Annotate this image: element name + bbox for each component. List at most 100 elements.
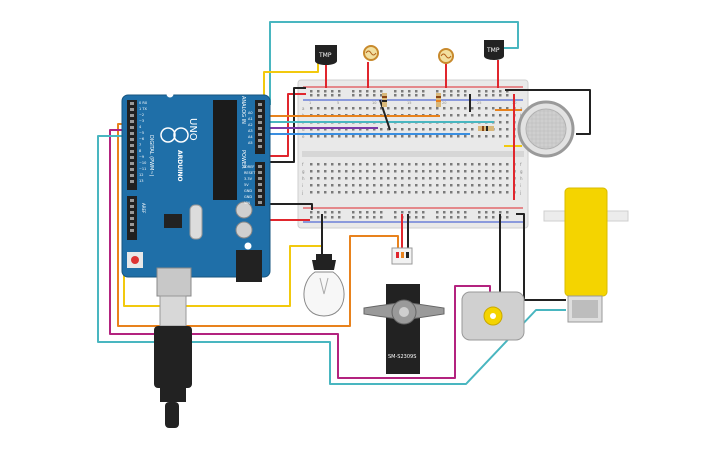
terminal-hole: [422, 170, 425, 173]
terminal-hole: [380, 184, 383, 187]
terminal-hole: [415, 128, 418, 131]
rail-hole: [443, 90, 446, 93]
power-pin-label: VIN: [244, 201, 250, 205]
arduino-uno-board: UNO ARDUINO DIGITAL (PWM~) POWER ANALOG …: [121, 90, 271, 297]
column-number: 1: [309, 101, 311, 105]
wire-orange-servo: [117, 123, 399, 327]
terminal-hole: [464, 128, 467, 131]
terminal-hole: [331, 163, 334, 166]
rail-hole: [338, 211, 341, 214]
rail-hole: [401, 90, 404, 93]
power-pin-label: 3.3V: [244, 177, 253, 181]
terminal-hole: [429, 170, 432, 173]
rail-hole: [359, 216, 362, 219]
digital-header-pin: [130, 132, 134, 135]
rail-hole: [338, 216, 341, 219]
wire-black-bottom: [264, 203, 313, 210]
rail-hole: [492, 90, 495, 93]
terminal-hole: [422, 135, 425, 138]
rail-hole: [352, 94, 355, 97]
light-bulb: [303, 254, 345, 317]
terminal-hole: [464, 163, 467, 166]
rail-hole: [464, 90, 467, 93]
terminal-hole: [338, 135, 341, 138]
rail-hole: [373, 211, 376, 214]
analog-pin-label: A4: [248, 135, 253, 139]
rail-hole: [310, 94, 313, 97]
terminal-hole: [485, 163, 488, 166]
digital-header-pin: [130, 144, 134, 147]
digital-pin-label: ~3: [139, 119, 144, 123]
terminal-hole: [415, 191, 418, 194]
terminal-hole: [331, 128, 334, 131]
arduino-model-label: UNO: [187, 118, 198, 141]
rail-hole: [506, 211, 509, 214]
terminal-hole: [415, 107, 418, 110]
terminal-hole: [429, 107, 432, 110]
terminal-hole: [408, 163, 411, 166]
terminal-hole: [394, 177, 397, 180]
rail-hole: [422, 94, 425, 97]
breadboard-holes: [310, 90, 516, 219]
rail-hole: [506, 216, 509, 219]
rail-hole: [408, 211, 411, 214]
terminal-hole: [499, 114, 502, 117]
terminal-hole: [485, 170, 488, 173]
arduino-brand-label: ARDUINO: [176, 150, 183, 181]
terminal-hole: [380, 107, 383, 110]
power-section-label: POWER: [240, 150, 246, 169]
rail-hole: [485, 211, 488, 214]
rail-hole: [464, 94, 467, 97]
arduino-header-pins: [130, 102, 262, 232]
rail-hole: [408, 90, 411, 93]
wire-black-jumper: [379, 99, 391, 131]
terminal-hole: [471, 184, 474, 187]
rail-hole: [492, 94, 495, 97]
terminal-hole: [401, 170, 404, 173]
terminal-hole: [394, 163, 397, 166]
rail-hole: [457, 94, 460, 97]
terminal-hole: [331, 107, 334, 110]
terminal-hole: [324, 163, 327, 166]
mount-hole: [166, 90, 174, 98]
temperature-sensor-left: TMP: [315, 45, 337, 65]
terminal-hole: [450, 163, 453, 166]
rail-hole: [338, 90, 341, 93]
terminal-hole: [450, 135, 453, 138]
terminal-hole: [359, 107, 362, 110]
terminal-hole: [366, 177, 369, 180]
terminal-hole: [380, 191, 383, 194]
column-number: 10: [372, 101, 376, 105]
wire-red-power: [262, 93, 306, 157]
terminal-hole: [443, 135, 446, 138]
rail-hole: [415, 211, 418, 214]
rail-hole: [352, 216, 355, 219]
terminal-hole: [464, 135, 467, 138]
terminal-hole: [443, 128, 446, 131]
terminal-hole: [485, 107, 488, 110]
terminal-hole: [436, 191, 439, 194]
rail-hole: [478, 90, 481, 93]
rail-hole: [317, 216, 320, 219]
terminal-hole: [415, 170, 418, 173]
rail-hole: [373, 94, 376, 97]
terminal-hole: [471, 114, 474, 117]
terminal-hole: [415, 177, 418, 180]
row-letter: h: [302, 176, 305, 181]
crystal: [189, 204, 203, 240]
rail-hole: [506, 94, 509, 97]
power-header-pin: [258, 177, 262, 180]
rail-hole: [394, 211, 397, 214]
terminal-hole: [506, 184, 509, 187]
terminal-hole: [317, 191, 320, 194]
terminal-hole: [359, 135, 362, 138]
terminal-hole: [471, 135, 474, 138]
terminal-hole: [429, 184, 432, 187]
terminal-hole: [373, 177, 376, 180]
rail-hole: [366, 211, 369, 214]
row-letter: a: [302, 106, 305, 111]
rail-hole: [331, 216, 334, 219]
column-number: 20: [442, 101, 446, 105]
terminal-hole: [499, 163, 502, 166]
